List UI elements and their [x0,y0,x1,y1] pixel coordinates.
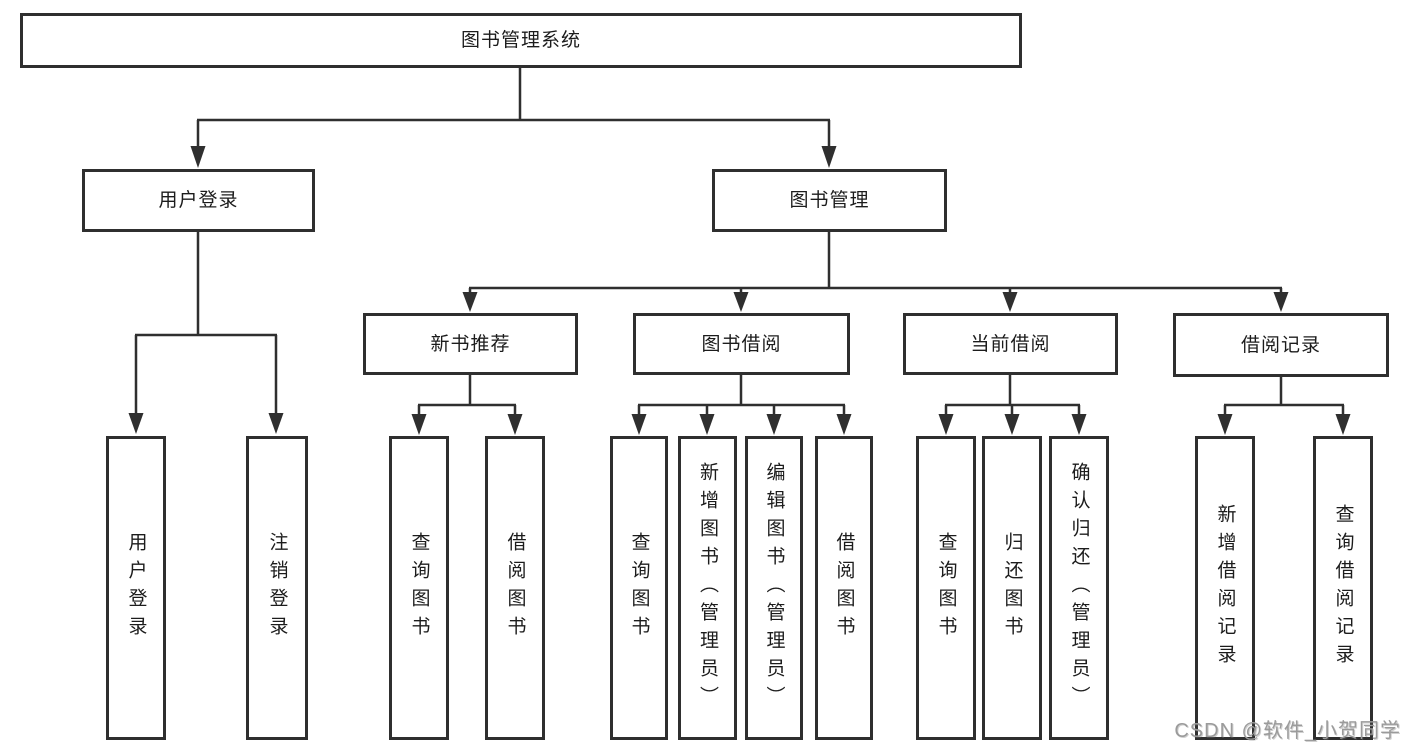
node-leaf-user-login: 用户登录 [106,436,166,740]
node-borrowing-records: 借阅记录 [1173,313,1389,377]
node-library-system: 图书管理系统 [20,13,1022,68]
node-leaf-logout: 注销登录 [246,436,308,740]
node-leaf-add-books-admin: 新增图书（管理员） [678,436,737,740]
node-new-book-recommend: 新书推荐 [363,313,578,375]
node-leaf-query-borrow-record: 查询借阅记录 [1313,436,1373,740]
node-leaf-confirm-return-admin: 确认归还（管理员） [1049,436,1109,740]
node-leaf-query-books-current: 查询图书 [916,436,976,740]
node-user-login-module: 用户登录 [82,169,315,232]
node-book-management: 图书管理 [712,169,947,232]
node-leaf-return-books: 归还图书 [982,436,1042,740]
node-borrowing-records-label: 借阅记录 [1240,334,1321,356]
node-library-system-label: 图书管理系统 [460,30,581,51]
node-leaf-borrow-books: 借阅图书 [815,436,873,740]
node-leaf-query-books-recommend: 查询图书 [389,436,449,740]
node-book-management-label: 图书管理 [789,190,870,211]
node-user-login-module-label: 用户登录 [158,190,239,211]
csdn-watermark: CSDN @软件_小贺同学 [1174,720,1401,742]
node-leaf-edit-books-admin: 编辑图书（管理员） [745,436,803,740]
node-leaf-add-borrow-record: 新增借阅记录 [1195,436,1255,740]
node-leaf-query-books-borrow: 查询图书 [610,436,668,740]
node-current-borrowing: 当前借阅 [903,313,1118,375]
node-book-borrowing-label: 图书借阅 [701,333,782,355]
node-leaf-borrow-books-recommend: 借阅图书 [485,436,545,740]
node-book-borrowing: 图书借阅 [633,313,850,375]
node-current-borrowing-label: 当前借阅 [970,333,1051,355]
node-new-book-recommend-label: 新书推荐 [430,333,511,355]
